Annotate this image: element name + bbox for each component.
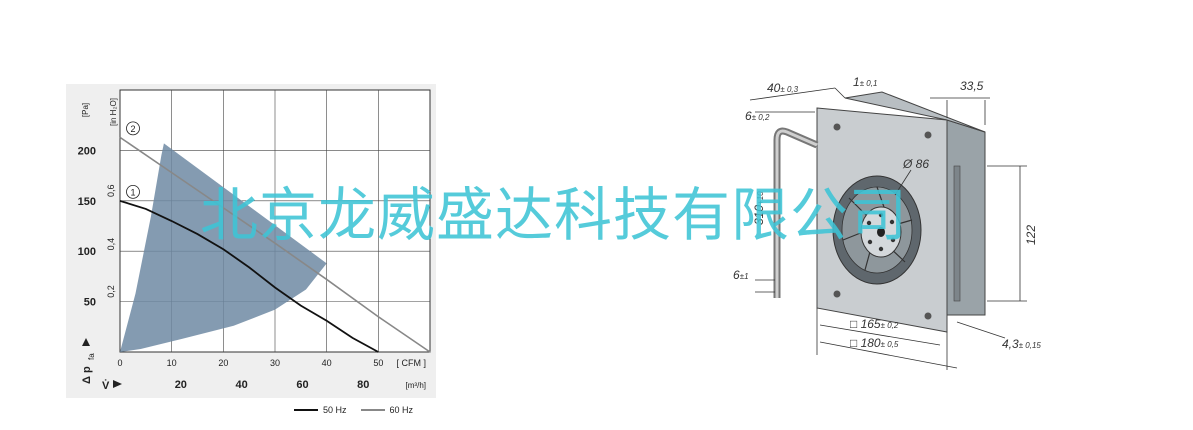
y-tick-pa: 50 bbox=[84, 297, 96, 309]
legend-label-50hz: 50 Hz bbox=[323, 405, 347, 415]
y-unit-inh2o: [in H₂O] bbox=[109, 98, 118, 126]
x-tick-cfm: 0 bbox=[117, 358, 122, 368]
x-tick-m3h: 20 bbox=[175, 379, 187, 391]
series-lines: 12 bbox=[119, 121, 431, 353]
legend-swatch-60hz bbox=[360, 409, 385, 411]
fan-housing-top bbox=[844, 91, 986, 133]
side-slot bbox=[953, 165, 961, 302]
y-tick-inh2o: 0,2 bbox=[106, 285, 116, 298]
dim-165: □ 165± 0,2 bbox=[850, 317, 899, 331]
legend-item-60hz: 60 Hz bbox=[360, 405, 414, 415]
mount-hole-bl bbox=[833, 290, 841, 298]
x-tick-cfm: 50 bbox=[373, 358, 383, 368]
operating-region bbox=[120, 143, 327, 352]
dim-6-bottom: 6±1 bbox=[733, 268, 749, 282]
axis-labels: [Pa] [in H₂O] [ CFM ] [m³/h] Δ p faV̇ bbox=[81, 98, 426, 392]
dim-1: 1± 0,1 bbox=[853, 75, 877, 89]
hub-center bbox=[877, 227, 885, 237]
x-tick-cfm: 30 bbox=[270, 358, 280, 368]
x-tick-cfm: 20 bbox=[218, 358, 228, 368]
dim-310: 310+10 bbox=[752, 191, 766, 225]
mount-hole-br bbox=[924, 312, 932, 320]
y-axis-label: Δ p bbox=[81, 366, 93, 384]
x-unit-cfm: [ CFM ] bbox=[397, 358, 427, 368]
x-tick-cfm: 40 bbox=[322, 358, 332, 368]
y-tick-inh2o: 0,4 bbox=[106, 238, 116, 251]
series-line-1 bbox=[119, 199, 379, 353]
dim-122: 122 bbox=[1024, 225, 1038, 245]
mount-hole-tl bbox=[833, 123, 841, 131]
impeller-blade-lines bbox=[842, 186, 913, 271]
legend-swatch-50hz bbox=[294, 409, 318, 411]
dimension-lines bbox=[749, 87, 1027, 370]
x-tick-m3h: 60 bbox=[296, 379, 308, 391]
y-unit-pa: [Pa] bbox=[81, 103, 90, 117]
legend-label-60hz: 60 Hz bbox=[389, 405, 414, 415]
dim-180: □ 180± 0,5 bbox=[850, 336, 899, 350]
tick-labels: 0 10 20 30 40 50 50 100 150 200 0,2 0,4 0,6 20 40 60 80 bbox=[78, 145, 384, 391]
series-marker-circle-2 bbox=[126, 121, 140, 136]
y-tick-inh2o: 0,6 bbox=[106, 185, 116, 198]
legend-item-50hz: 50 Hz bbox=[294, 405, 347, 415]
dim-40: 40± 0,3 bbox=[767, 81, 799, 95]
dim-6-top: 6± 0,2 bbox=[745, 109, 770, 123]
hub-holes bbox=[866, 212, 896, 252]
mount-hole-tr bbox=[924, 131, 932, 139]
cable-highlight bbox=[775, 129, 818, 298]
dim-33-5: 33,5 bbox=[960, 79, 984, 93]
dim-diameter-86: Ø 86 bbox=[902, 157, 929, 171]
x-tick-cfm: 10 bbox=[167, 358, 177, 368]
y-tick-pa: 150 bbox=[78, 196, 96, 208]
dim-4-3: 4,3± 0,15 bbox=[1002, 337, 1041, 351]
x-axis-label: V̇ bbox=[102, 379, 110, 392]
x-unit-m3h: [m³/h] bbox=[406, 381, 426, 390]
x-tick-m3h: 40 bbox=[236, 379, 248, 391]
company-watermark: 北京龙威盛达科技有限公司 bbox=[200, 181, 909, 249]
series-marker-label-2: 2 bbox=[130, 124, 135, 134]
x-axis-arrow bbox=[113, 380, 122, 388]
y-tick-pa: 100 bbox=[78, 246, 96, 258]
legend: 50 Hz 60 Hz bbox=[294, 403, 427, 417]
series-marker-label-1: 1 bbox=[130, 187, 135, 197]
y-axis-arrow bbox=[82, 338, 90, 346]
fan-dimension-drawing: 40± 0,3 1± 0,1 33,5 6± 0,2 Ø 86 310+10 1… bbox=[733, 75, 1041, 370]
series-marker-circle-1 bbox=[126, 184, 140, 199]
y-tick-pa: 200 bbox=[78, 145, 96, 157]
y-axis-label-sub: fa bbox=[87, 353, 96, 360]
series-line-2 bbox=[119, 136, 431, 353]
x-tick-m3h: 80 bbox=[357, 379, 369, 391]
